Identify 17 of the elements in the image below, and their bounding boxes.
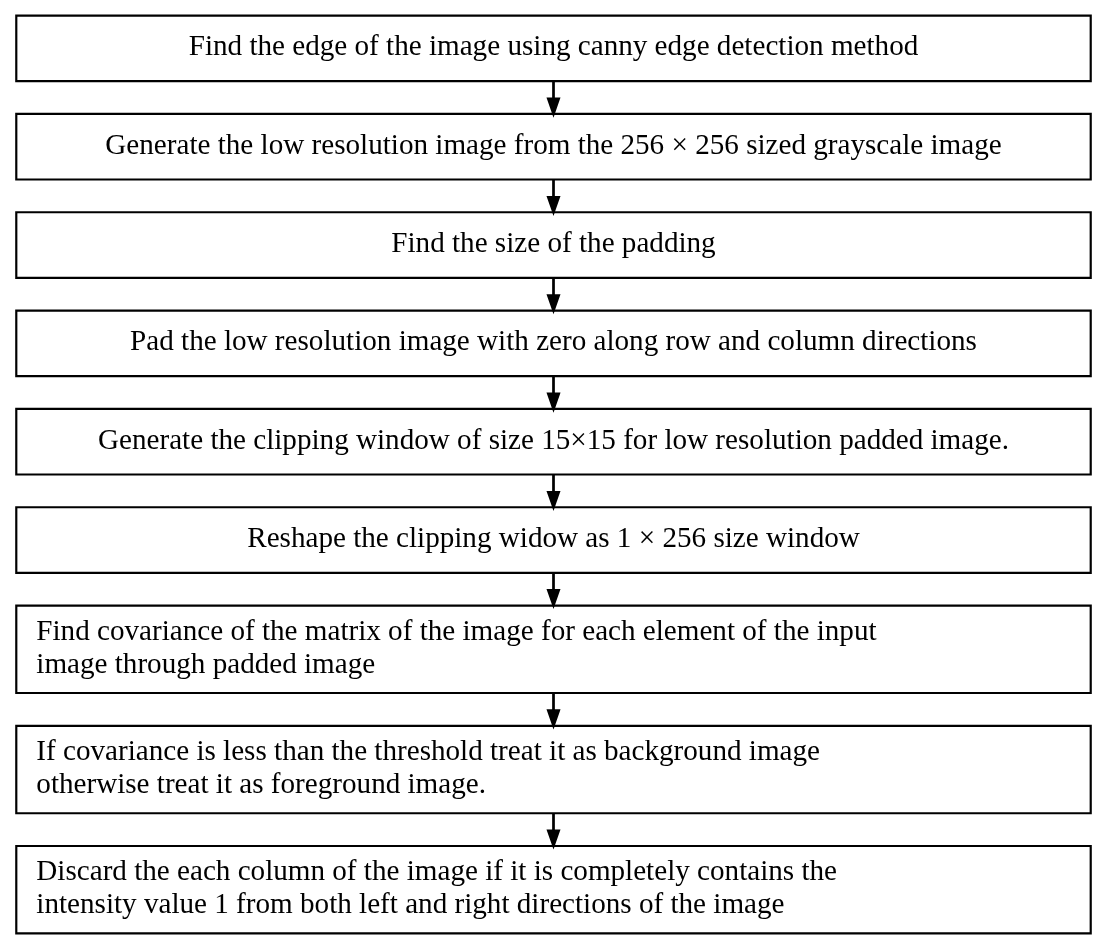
node-box: Reshape the clipping widow as 1 × 256 size window xyxy=(15,506,1092,574)
node-box: If covariance is less than the threshold treat it as background image otherwise treat it as foreground image. xyxy=(15,724,1092,815)
node-box: Generate the clipping window of size 15×15 for low resolution padded image. xyxy=(15,407,1092,476)
arrow xyxy=(546,376,561,413)
node-box: Find covariance of the matrix of the image for each element of the input image through padded image xyxy=(15,604,1092,695)
arrow xyxy=(546,813,561,850)
node-box: Find the size of the padding xyxy=(15,211,1092,279)
arrow xyxy=(546,474,561,511)
arrow xyxy=(546,693,561,730)
node-box: Generate the low resolution image from the 256 × 256 sized grayscale image xyxy=(15,112,1092,181)
arrow xyxy=(546,277,561,315)
node-box: Find the edge of the image using canny edge detection method xyxy=(15,14,1092,83)
node-box: Pad the low resolution image with zero along row and column directions xyxy=(15,309,1092,378)
arrow xyxy=(546,81,561,118)
arrow xyxy=(546,179,561,216)
arrow xyxy=(546,573,561,609)
node-box: Discard the each column of the image if it is completely contains the intensity value 1 from both left and right directions of the image xyxy=(15,844,1092,935)
